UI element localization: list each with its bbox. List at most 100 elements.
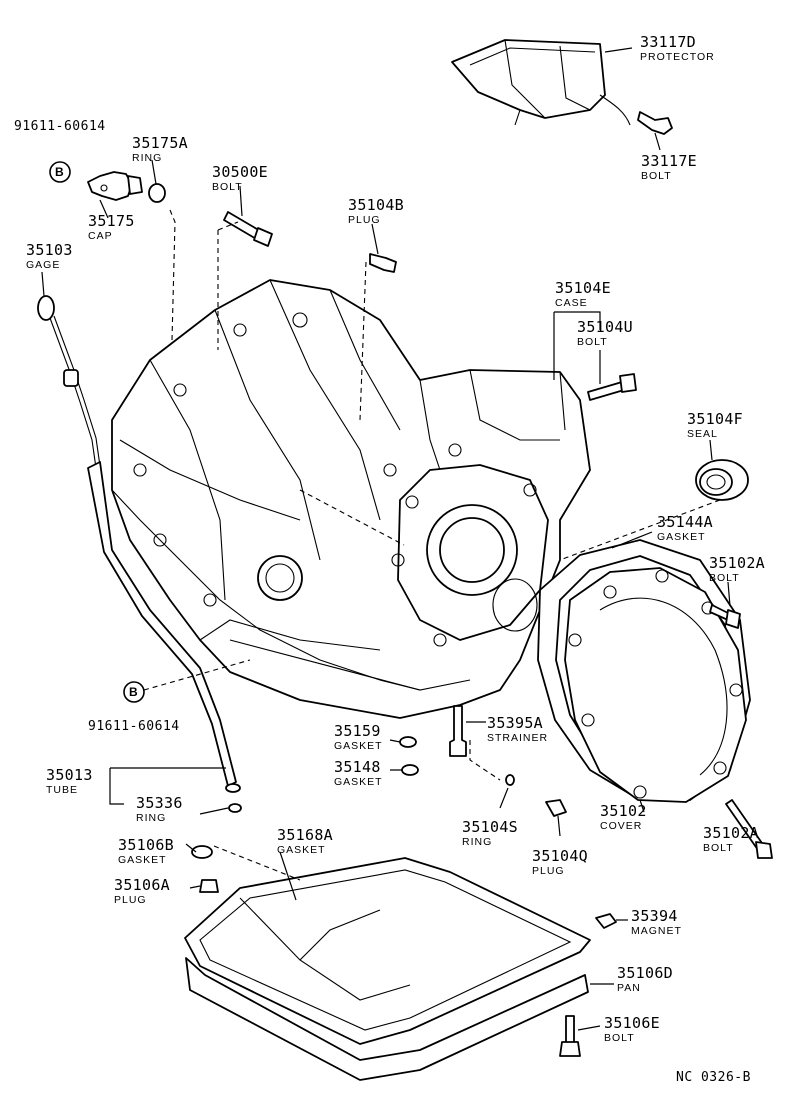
- bolt-30500e-drawing: [223, 211, 273, 247]
- label-30500E: 30500E BOLT: [212, 165, 268, 193]
- part-name: RING: [136, 812, 167, 824]
- strainer-35395a-drawing: [449, 705, 467, 757]
- part-number: 35104Q: [532, 847, 588, 865]
- label-91611-60614-bottom: 91611-60614: [88, 720, 180, 733]
- gage-35103-drawing: [37, 295, 101, 469]
- part-number: 35104B: [348, 196, 404, 214]
- callout-b-bottom-letter: B: [129, 685, 138, 699]
- part-number: 30500E: [212, 163, 268, 181]
- bolt-35102a-bottom-drawing: [725, 799, 773, 859]
- bolt-35104u-drawing: [587, 373, 637, 401]
- part-name: BOLT: [212, 181, 243, 193]
- part-name: BOLT: [577, 336, 608, 348]
- part-number: 35102A: [709, 554, 765, 572]
- part-name: BOLT: [641, 170, 672, 182]
- protector-drawing: [451, 39, 631, 126]
- part-name: GASKET: [118, 854, 167, 866]
- label-35106D: 35106D PAN: [617, 966, 673, 994]
- part-number: 35168A: [277, 826, 333, 844]
- tube-35013-drawing: [87, 461, 242, 813]
- label-35175: 35175 CAP: [88, 214, 135, 242]
- gasket-35159-drawing: [399, 736, 417, 748]
- part-name: GASKET: [277, 844, 326, 856]
- label-35102: 35102 COVER: [600, 804, 647, 832]
- label-33117D: 33117D PROTECTOR: [640, 35, 715, 63]
- part-name: RING: [462, 836, 493, 848]
- ring-35104s-drawing: [505, 774, 515, 786]
- part-name: RING: [132, 152, 163, 164]
- label-35336: 35336 RING: [136, 796, 183, 824]
- bolt-33117e-drawing: [637, 111, 673, 135]
- part-number: 35104U: [577, 318, 633, 336]
- part-number: 35395A: [487, 714, 543, 732]
- part-number: 33117D: [640, 33, 696, 51]
- part-name: PAN: [617, 982, 641, 994]
- gasket-35148-drawing: [401, 764, 419, 776]
- part-name: MAGNET: [631, 925, 682, 937]
- part-number: 35102: [600, 802, 647, 820]
- part-number: 35144A: [657, 513, 713, 531]
- part-name: BOLT: [604, 1032, 635, 1044]
- label-91611-60614-top: 91611-60614: [14, 120, 106, 133]
- diagram-code: NC 0326-B: [676, 1070, 751, 1085]
- plug-35104q-drawing: [545, 799, 567, 817]
- label-35102A-top: 35102A BOLT: [709, 556, 765, 584]
- part-number: 35013: [46, 766, 93, 784]
- label-35148: 35148 GASKET: [334, 760, 383, 788]
- plug-35104b-drawing: [369, 253, 397, 273]
- label-35168A: 35168A GASKET: [277, 828, 333, 856]
- label-35144A: 35144A GASKET: [657, 515, 713, 543]
- part-name: BOLT: [703, 842, 734, 854]
- cover-35102-drawing: [564, 567, 747, 803]
- leader-lines: [41, 47, 731, 1031]
- bolt-35102a-top-drawing: [709, 604, 741, 629]
- label-35102A-bottom: 35102A BOLT: [703, 826, 759, 854]
- label-35103: 35103 GAGE: [26, 243, 73, 271]
- part-number: 35159: [334, 722, 381, 740]
- bolt-35106e-drawing: [559, 1015, 581, 1057]
- part-name: GASKET: [334, 776, 383, 788]
- label-35013: 35013 TUBE: [46, 768, 93, 796]
- label-35175A: 35175A RING: [132, 136, 188, 164]
- cap-35175-drawing: [87, 171, 143, 201]
- part-number: 35394: [631, 907, 678, 925]
- part-number: 35336: [136, 794, 183, 812]
- label-35104Q: 35104Q PLUG: [532, 849, 588, 877]
- part-number: 35106A: [114, 876, 170, 894]
- part-number: 35106D: [617, 964, 673, 982]
- callout-b-top: B: [49, 161, 71, 183]
- label-35104U: 35104U BOLT: [577, 320, 633, 348]
- part-number: 35148: [334, 758, 381, 776]
- label-35104F: 35104F SEAL: [687, 412, 743, 440]
- label-35104B: 35104B PLUG: [348, 198, 404, 226]
- gasket-35168a-drawing: [184, 857, 591, 1045]
- seal-35104f-drawing: [695, 459, 749, 501]
- part-number: 35103: [26, 241, 73, 259]
- part-number: 35106B: [118, 836, 174, 854]
- callout-b-bottom: B: [123, 681, 145, 703]
- part-number: 35175: [88, 212, 135, 230]
- part-name: GAGE: [26, 259, 61, 271]
- label-35394: 35394 MAGNET: [631, 909, 682, 937]
- label-35106A: 35106A PLUG: [114, 878, 170, 906]
- part-number: 35104S: [462, 818, 518, 836]
- transaxle-case-drawing: [111, 279, 591, 719]
- pan-35106d-drawing: [185, 897, 589, 1081]
- part-name: CAP: [88, 230, 113, 242]
- part-number: 91611-60614: [88, 719, 180, 734]
- part-name: PROTECTOR: [640, 51, 715, 63]
- part-name: TUBE: [46, 784, 79, 796]
- gasket-35106b-drawing: [191, 845, 213, 859]
- part-number: 35175A: [132, 134, 188, 152]
- part-name: PLUG: [348, 214, 381, 226]
- part-number: 91611-60614: [14, 119, 106, 134]
- part-name: SEAL: [687, 428, 718, 440]
- part-number: 33117E: [641, 152, 697, 170]
- part-name: STRAINER: [487, 732, 549, 744]
- plug-35106a-drawing: [199, 879, 219, 893]
- part-number: 35104F: [687, 410, 743, 428]
- callout-b-top-letter: B: [55, 165, 64, 179]
- part-name: GASKET: [657, 531, 706, 543]
- ring-35175a-drawing: [148, 183, 166, 203]
